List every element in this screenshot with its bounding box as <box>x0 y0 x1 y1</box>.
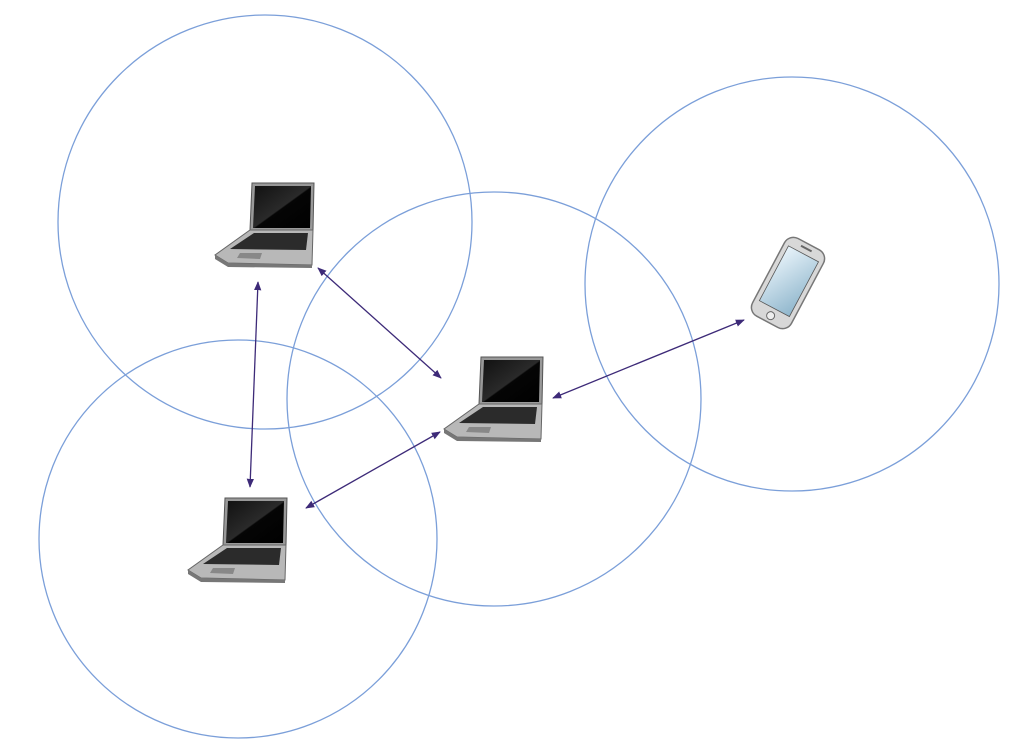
laptop-icon <box>443 356 544 443</box>
link-bottom-left-center <box>305 431 441 509</box>
link-center-phone <box>552 319 745 399</box>
range-circle-right <box>584 76 1000 492</box>
link-top-left-bottom-left <box>246 281 262 488</box>
range-circle-bottom-left <box>38 339 438 739</box>
links <box>246 267 745 509</box>
range-circle-center <box>286 191 702 607</box>
link-top-left-center <box>317 267 442 379</box>
laptop-icon <box>214 182 315 269</box>
range-circle-top-left <box>57 14 473 430</box>
smartphone-icon <box>750 236 826 330</box>
laptop-icon <box>187 497 288 584</box>
range-circles <box>38 14 1000 739</box>
